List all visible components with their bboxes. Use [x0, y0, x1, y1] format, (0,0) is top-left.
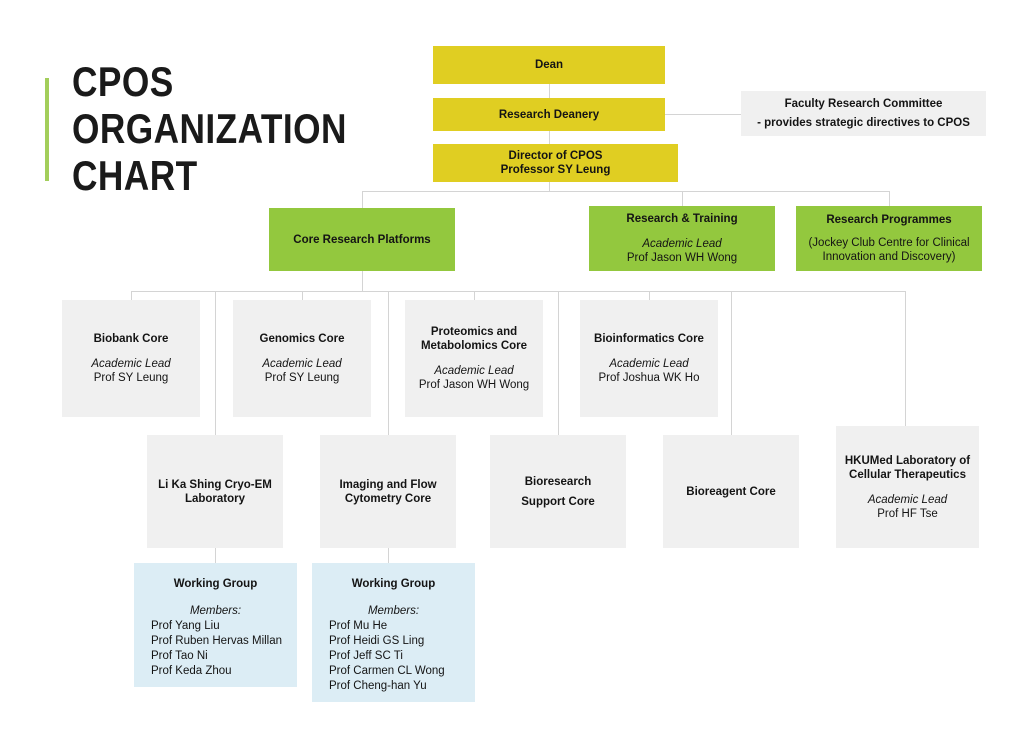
node-hkumed-laboratory-cellular-therapeutics[interactable]: HKUMed Laboratory of Cellular Therapeuti…	[836, 426, 979, 548]
node-research-programmes-title: Research Programmes	[826, 214, 952, 226]
node-bioinformatics-core-role: Academic Lead	[609, 358, 689, 370]
working-group-imaging-member-list: Prof Mu He Prof Heidi GS Ling Prof Jeff …	[312, 619, 475, 694]
list-item: Prof Yang Liu	[151, 620, 220, 632]
node-bioreagent-core-title: Bioreagent Core	[686, 485, 776, 498]
connector-drop-core-platforms	[362, 191, 363, 208]
node-working-group-imaging[interactable]: Working Group Members: Prof Mu He Prof H…	[312, 563, 475, 702]
node-biobank-core-person: Prof SY Leung	[93, 372, 169, 384]
working-group-cryo-em-member-list: Prof Yang Liu Prof Ruben Hervas Millan P…	[134, 619, 297, 679]
node-director-of-cpos[interactable]: Director of CPOS Professor SY Leung	[433, 144, 678, 182]
connector-drop-proteomics	[474, 291, 475, 300]
node-research-programmes[interactable]: Research Programmes (Jockey Club Centre …	[796, 206, 982, 271]
node-hkumed-role: Academic Lead	[867, 493, 948, 506]
list-item: Prof Ruben Hervas Millan	[151, 635, 283, 647]
node-cryo-em-lab-title-line-1: Li Ka Shing Cryo-EM	[158, 478, 272, 491]
page-title-line-3: CHART	[72, 152, 198, 199]
node-bioresearch-support-core-title-line-2: Support Core	[521, 495, 595, 508]
node-hkumed-title-line-1: HKUMed Laboratory of	[844, 454, 971, 467]
node-imaging-flow-core-title-line-1: Imaging and Flow	[339, 478, 437, 491]
node-genomics-core-person: Prof SY Leung	[264, 372, 340, 384]
list-item: Prof Tao Ni	[151, 650, 208, 662]
node-research-training-person: Prof Jason WH Wong	[626, 252, 738, 264]
node-director-title: Director of CPOS	[508, 150, 603, 162]
title-accent-bar	[45, 78, 49, 181]
connector-dean-to-deanery	[549, 84, 550, 98]
working-group-imaging-members-label: Members:	[367, 605, 420, 617]
list-item: Prof Heidi GS Ling	[329, 635, 425, 647]
page-title-line-2: ORGANIZATION	[72, 105, 347, 152]
working-group-cryo-em-title: Working Group	[173, 578, 258, 590]
connector-drop-working-group-cryo-em	[215, 548, 216, 563]
node-research-deanery-title: Research Deanery	[498, 108, 600, 121]
connector-drop-cryo-em-lab	[215, 291, 216, 435]
faculty-committee-line-2: - provides strategic directives to CPOS	[757, 116, 970, 129]
node-imaging-and-flow-cytometry-core[interactable]: Imaging and Flow Cytometry Core	[320, 435, 456, 548]
node-genomics-core[interactable]: Genomics Core Academic Lead Prof SY Leun…	[233, 300, 371, 417]
node-research-deanery[interactable]: Research Deanery	[433, 98, 665, 131]
connector-deanery-to-committee	[665, 114, 741, 115]
node-proteomics-core-title-line-2: Metabolomics Core	[420, 340, 528, 352]
connector-drop-bioinformatics	[649, 291, 650, 300]
node-dean[interactable]: Dean	[433, 46, 665, 84]
node-proteomics-metabolomics-core[interactable]: Proteomics and Metabolomics Core Academi…	[405, 300, 543, 417]
node-genomics-core-role: Academic Lead	[262, 358, 342, 370]
node-biobank-core-role: Academic Lead	[91, 358, 171, 370]
node-proteomics-core-role: Academic Lead	[434, 365, 514, 377]
list-item: Prof Cheng-han Yu	[329, 680, 427, 692]
connector-drop-bioreagent	[731, 291, 732, 435]
node-core-research-platforms-title: Core Research Platforms	[293, 233, 431, 246]
page-title: CPOS ORGANIZATION CHART	[72, 58, 347, 199]
working-group-imaging-title: Working Group	[351, 578, 436, 590]
connector-drop-hkumed	[905, 291, 906, 426]
list-item: Prof Jeff SC Ti	[329, 650, 403, 662]
faculty-committee-line-1: Faculty Research Committee	[784, 97, 943, 110]
node-bioresearch-support-core-title-line-1: Bioresearch	[524, 475, 592, 488]
page-title-line-1: CPOS	[72, 58, 174, 105]
node-dean-title: Dean	[534, 59, 564, 71]
working-group-cryo-em-members-label: Members:	[189, 605, 242, 617]
node-hkumed-title-line-2: Cellular Therapeutics	[849, 468, 966, 481]
connector-drop-research-programmes	[889, 191, 890, 208]
node-bioreagent-core[interactable]: Bioreagent Core	[663, 435, 799, 548]
node-research-training-title: Research & Training	[626, 213, 738, 225]
node-cryo-em-lab-title-line-2: Laboratory	[184, 492, 246, 505]
connector-drop-genomics	[302, 291, 303, 300]
node-research-programmes-sub-1: (Jockey Club Centre for Clinical	[808, 237, 970, 249]
connector-drop-working-group-imaging	[388, 548, 389, 563]
connector-deanery-to-director	[549, 131, 550, 144]
node-research-and-training[interactable]: Research & Training Academic Lead Prof J…	[589, 206, 775, 271]
node-proteomics-core-title-line-1: Proteomics and	[430, 326, 518, 338]
node-core-research-platforms[interactable]: Core Research Platforms	[269, 208, 455, 271]
node-hkumed-person: Prof HF Tse	[877, 507, 938, 520]
node-proteomics-core-person: Prof Jason WH Wong	[418, 379, 530, 391]
connector-core-platforms-down	[362, 271, 363, 291]
node-research-training-role: Academic Lead	[642, 238, 722, 250]
node-research-programmes-sub-2: Innovation and Discovery)	[822, 251, 956, 263]
list-item: Prof Carmen CL Wong	[329, 665, 445, 677]
node-working-group-cryo-em[interactable]: Working Group Members: Prof Yang Liu Pro…	[134, 563, 297, 687]
node-bioresearch-support-core[interactable]: Bioresearch Support Core	[490, 435, 626, 548]
node-bioinformatics-core-title: Bioinformatics Core	[594, 333, 704, 345]
node-director-person: Professor SY Leung	[500, 164, 611, 176]
node-biobank-core[interactable]: Biobank Core Academic Lead Prof SY Leung	[62, 300, 200, 417]
connector-drop-bioresearch-support	[558, 291, 559, 435]
connector-drop-research-training	[682, 191, 683, 208]
node-faculty-research-committee[interactable]: Faculty Research Committee - provides st…	[741, 91, 986, 136]
node-bioinformatics-core-person: Prof Joshua WK Ho	[598, 372, 700, 384]
list-item: Prof Mu He	[329, 620, 388, 632]
connector-director-down	[549, 182, 550, 191]
node-genomics-core-title: Genomics Core	[259, 333, 345, 345]
node-li-ka-shing-cryo-em-laboratory[interactable]: Li Ka Shing Cryo-EM Laboratory	[147, 435, 283, 548]
node-imaging-flow-core-title-line-2: Cytometry Core	[344, 492, 432, 505]
connector-bus-green-row	[362, 191, 889, 192]
connector-drop-imaging-flow	[388, 291, 389, 435]
node-bioinformatics-core[interactable]: Bioinformatics Core Academic Lead Prof J…	[580, 300, 718, 417]
connector-bus-cores-row	[131, 291, 905, 292]
list-item: Prof Keda Zhou	[151, 665, 232, 677]
node-biobank-core-title: Biobank Core	[93, 333, 169, 345]
connector-drop-biobank	[131, 291, 132, 300]
